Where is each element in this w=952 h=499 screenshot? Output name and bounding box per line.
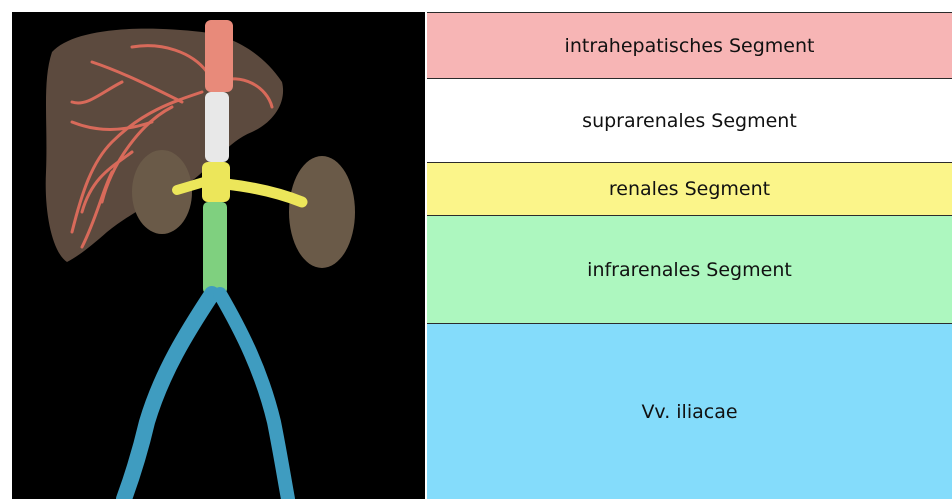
segment-iliac-veins: Vv. iliacae (427, 324, 952, 499)
segment-label: Vv. iliacae (641, 401, 737, 423)
angiography-image (12, 12, 425, 499)
ivc-suprarenal (205, 92, 229, 162)
segment-label: renales Segment (609, 178, 770, 200)
right-renal-vein (226, 184, 302, 202)
ivc-infrarenal (203, 202, 227, 294)
ivc-hepatic (205, 20, 233, 92)
vena-cava-3d-render (12, 12, 425, 499)
right-iliac-vein (220, 294, 288, 499)
segment-label: suprarenales Segment (582, 110, 797, 132)
segment-label: infrarenales Segment (587, 259, 792, 281)
segment-renal: renales Segment (427, 163, 952, 216)
left-iliac-vein (124, 294, 212, 499)
right-kidney (289, 156, 355, 268)
segment-label: intrahepatisches Segment (565, 35, 815, 57)
segment-infrarenal: infrarenales Segment (427, 216, 952, 324)
segment-suprarenal: suprarenales Segment (427, 79, 952, 163)
segment-intrahepatic: intrahepatisches Segment (427, 12, 952, 79)
